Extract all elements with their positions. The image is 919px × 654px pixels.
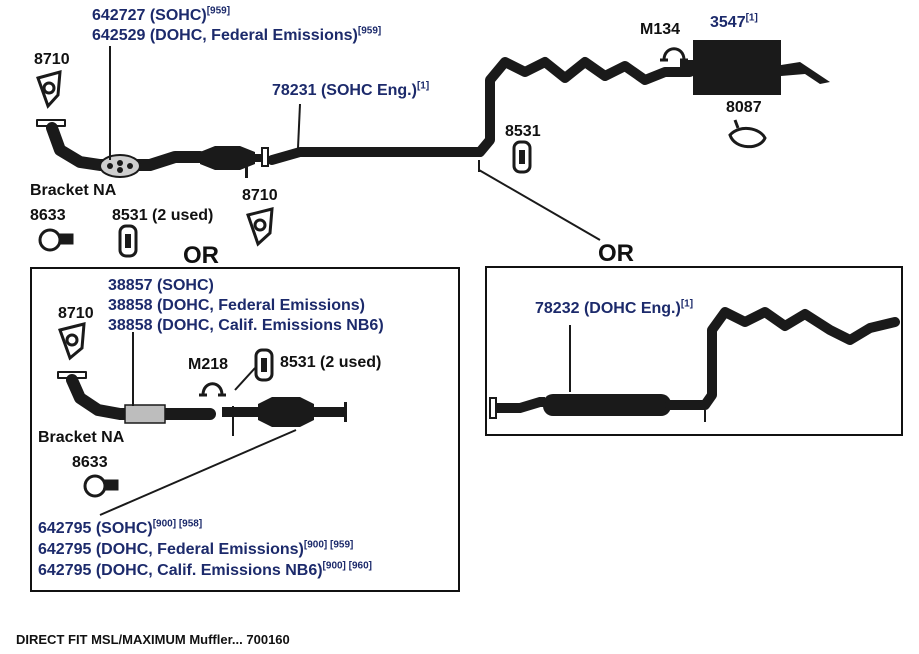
part-label-m134: M134 xyxy=(640,21,681,38)
part-label-8633-top: 8633 xyxy=(30,207,66,224)
part-label-8531-2-used-top: 8531 (2 used) xyxy=(112,207,214,224)
top-flex-pipe xyxy=(99,154,141,178)
top-flanges xyxy=(261,147,269,167)
pipe-78232-shape xyxy=(489,307,900,419)
part-label-8531-top: 8531 xyxy=(505,123,541,140)
part-label-8710-left: 8710 xyxy=(58,305,94,322)
top-leader-lines xyxy=(109,46,601,241)
part-label-8633-left: 8633 xyxy=(72,454,108,471)
part-label-bracket-na-left: Bracket NA xyxy=(38,429,125,446)
top-catalytic-converter xyxy=(200,146,267,178)
alternate-system-box-left xyxy=(30,267,460,592)
clamp-8087-shape xyxy=(728,119,767,149)
muffler-3547-shape xyxy=(680,40,830,95)
clamp-8633-top-shape xyxy=(38,228,74,252)
part-label-642727: 642727 (SOHC)[959] xyxy=(92,5,231,24)
left-box-front-pipe xyxy=(57,371,216,420)
hanger-8531-2-top-shape xyxy=(118,224,138,258)
clamp-m218-shape xyxy=(199,382,226,397)
part-label-38857: 38857 (SOHC) xyxy=(108,277,214,294)
pipe-78231 xyxy=(267,57,695,165)
clamp-8633-left-shape xyxy=(83,474,119,498)
part-label-38858-calif: 38858 (DOHC, Calif. Emissions NB6) xyxy=(108,317,384,334)
part-label-3547: 3547[1] xyxy=(710,12,758,31)
gasket-8710-mid-shape xyxy=(246,207,274,247)
clamp-m134-shape xyxy=(660,47,688,62)
left-box-converter xyxy=(222,397,347,427)
left-box-leader-lines xyxy=(99,332,297,516)
part-label-78231: 78231 (SOHC Eng.)[1] xyxy=(272,80,430,99)
or-label-left: OR xyxy=(183,242,219,269)
part-label-8531-2-used-left: 8531 (2 used) xyxy=(280,354,382,371)
footer-caption: DIRECT FIT MSL/MAXIMUM Muffler... 700160 xyxy=(16,632,290,647)
hanger-8531-top-shape xyxy=(512,140,532,174)
part-label-8710-mid: 8710 xyxy=(242,187,278,204)
part-label-642795-federal: 642795 (DOHC, Federal Emissions)[900] [9… xyxy=(38,539,354,558)
part-label-m218: M218 xyxy=(188,356,229,373)
part-label-8087: 8087 xyxy=(726,99,762,116)
part-label-38858-federal: 38858 (DOHC, Federal Emissions) xyxy=(108,297,365,314)
hanger-8531-left-shape xyxy=(254,348,274,382)
part-label-78232: 78232 (DOHC Eng.)[1] xyxy=(535,298,694,317)
or-label-right: OR xyxy=(598,240,634,267)
part-label-642529: 642529 (DOHC, Federal Emissions)[959] xyxy=(92,25,382,44)
alternate-system-box-right xyxy=(485,266,903,436)
gasket-8710-left-shape xyxy=(58,322,86,361)
left-box-flex-pipe xyxy=(124,404,166,424)
gasket-8710-top-shape xyxy=(36,69,62,109)
part-label-bracket-na-top: Bracket NA xyxy=(30,182,117,199)
part-label-642795-sohc: 642795 (SOHC)[900] [958] xyxy=(38,518,203,537)
part-label-8710-top: 8710 xyxy=(34,51,70,68)
part-label-642795-calif: 642795 (DOHC, Calif. Emissions NB6)[900]… xyxy=(38,560,373,579)
